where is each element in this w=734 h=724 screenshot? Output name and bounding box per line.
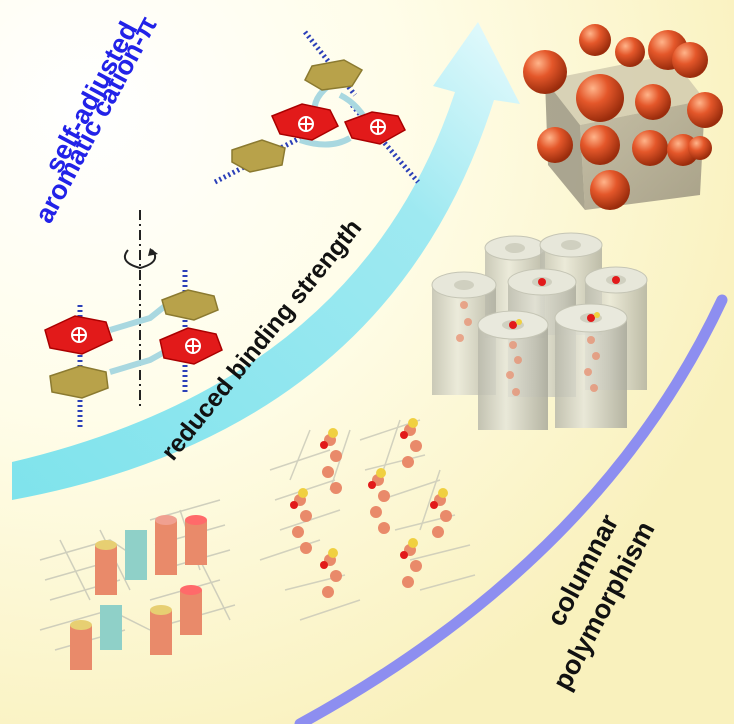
- trimer-molecule: [213, 30, 420, 185]
- helical-columns: [259, 418, 476, 621]
- aromatic-ring: [231, 139, 286, 173]
- lamellar-columns: [39, 499, 236, 670]
- polymorphism-arc: [294, 294, 728, 724]
- aromatic-ring: [304, 59, 364, 91]
- binding-strength-arrow: [12, 22, 520, 500]
- cubic-lattice: [523, 24, 723, 210]
- rotation-arrow: [124, 249, 156, 270]
- hexagonal-columns: [431, 232, 648, 430]
- stacking-axis: [213, 135, 302, 185]
- dimer-molecule: [44, 210, 223, 430]
